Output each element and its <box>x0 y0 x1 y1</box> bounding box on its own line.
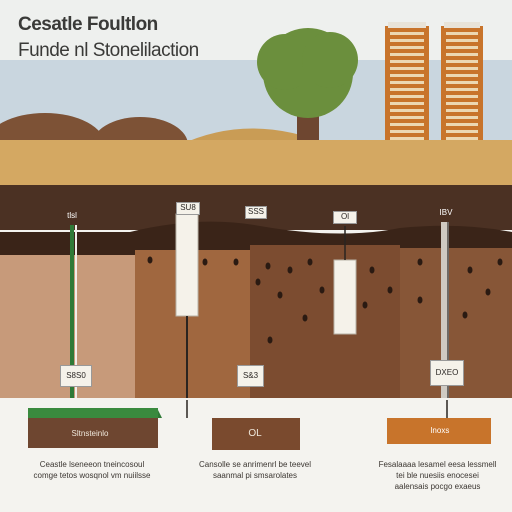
caption-2: Cansolle se anrimenrl be teevel saanmal … <box>180 459 330 481</box>
pile-4 <box>441 222 449 420</box>
tree <box>257 28 358 143</box>
caption-2-line-1: Cansolle se anrimenrl be teevel <box>198 460 312 469</box>
pile-4-top-tag: IBV <box>439 208 453 217</box>
pile-3-top-tag: Ol <box>333 211 357 224</box>
pile-1-top-tag: tlsl <box>67 211 77 220</box>
building-right <box>441 22 483 142</box>
footing-1 <box>28 408 162 448</box>
pile-4-mid-tag: DXEO <box>430 360 464 386</box>
soil-column-3 <box>250 245 400 400</box>
title-line-1: Cesatle Foultlon <box>18 14 158 35</box>
pile-3 <box>333 226 357 335</box>
caption-3: Fesalaaaa lesamel eesa lessmell tei ble … <box>370 459 505 492</box>
pile-2-top-tag: SU8 <box>176 202 200 215</box>
building-left <box>385 22 429 142</box>
footing-4-label: lnoxs <box>430 426 450 435</box>
soil-pebbles <box>147 256 503 344</box>
caption-1: Ceastle lseneeon tneincosoul comge tetos… <box>12 459 172 481</box>
footing-2-label: OL <box>248 428 262 439</box>
caption-3-line-3: aalensais pocgo exaeus <box>394 482 481 491</box>
footing-1-label: Sltnsteinlo <box>71 429 109 438</box>
footing-2 <box>212 418 300 450</box>
caption-3-line-1: Fesalaaaa lesamel eesa lessmell <box>378 460 497 469</box>
caption-2-line-2: saanmal pi smsarolates <box>212 471 298 480</box>
caption-3-line-2: tei ble nuesiis enocesei <box>396 471 479 480</box>
extra-tag: SSS <box>245 206 267 219</box>
footing-4 <box>387 418 491 444</box>
pile-1-mid-tag: S8S0 <box>60 365 92 387</box>
title-line-2: Funde nl Stonelilaction <box>18 40 199 61</box>
caption-1-line-2: comge tetos wosqnol vm nuiilsse <box>33 471 151 480</box>
topsoil-layer <box>0 140 512 185</box>
pile-2-mid-tag: S&3 <box>237 365 264 387</box>
caption-1-line-1: Ceastle lseneeon tneincosoul <box>39 460 145 469</box>
